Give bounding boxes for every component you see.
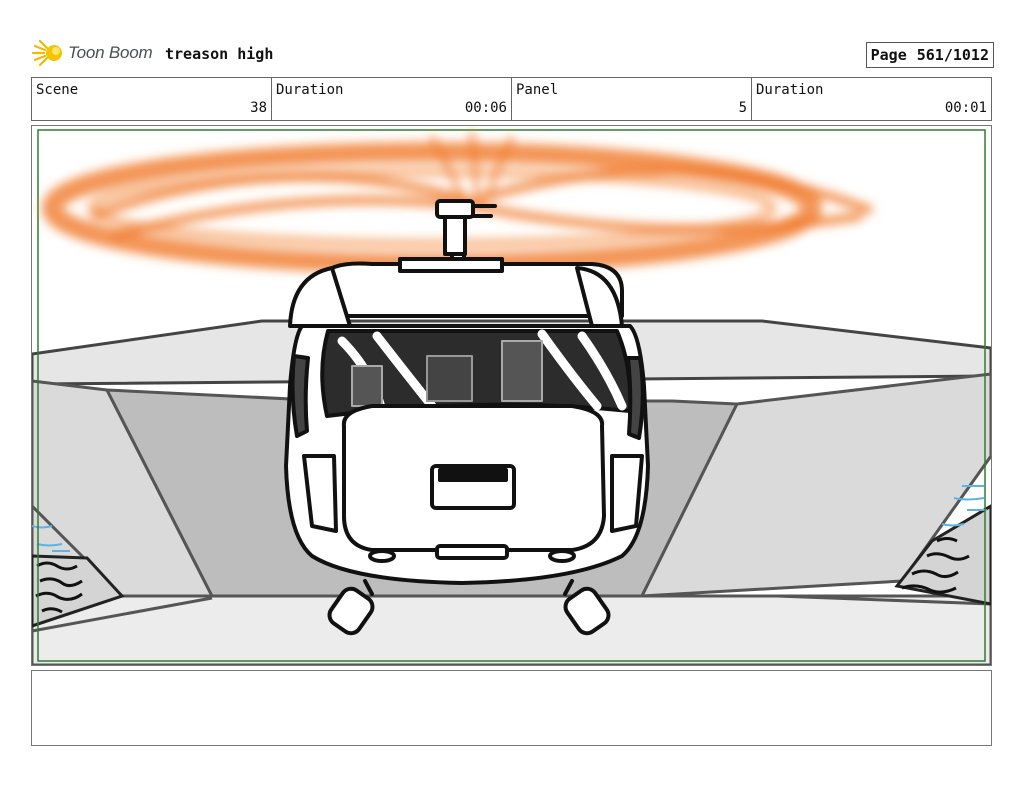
landing-skids — [327, 579, 611, 636]
storyboard-panel[interactable] — [31, 125, 992, 666]
page-indicator: Page 561/1012 — [865, 42, 994, 68]
panel-duration-cell: Duration 00:01 — [752, 78, 991, 120]
panel-cell: Panel 5 — [512, 78, 752, 120]
project-title: treason high — [165, 45, 274, 63]
panel-duration-value: 00:01 — [944, 100, 987, 116]
page-value: 561/1012 — [916, 46, 989, 64]
scene-label: Scene — [36, 82, 79, 98]
page-label: Page — [870, 46, 907, 64]
panel-label: Panel — [516, 82, 559, 98]
scene-info-row: Scene 38 Duration 00:06 Panel 5 Duration… — [31, 77, 992, 121]
scene-duration-cell: Duration 00:06 — [272, 78, 512, 120]
right-debris — [894, 485, 991, 606]
panel-value: 5 — [738, 100, 747, 116]
panel-notes-box[interactable] — [31, 670, 992, 746]
toon-boom-logo: Toon Boom — [32, 36, 153, 70]
left-water — [32, 525, 70, 552]
panel-duration-label: Duration — [756, 82, 824, 98]
scene-value: 38 — [250, 100, 267, 116]
scene-cell: Scene 38 — [32, 78, 272, 120]
safe-frame — [37, 129, 986, 662]
right-water — [941, 485, 987, 527]
scene-duration-value: 00:06 — [464, 100, 507, 116]
left-debris — [32, 525, 125, 628]
sun-logo-icon — [32, 39, 62, 67]
panel-drawing — [32, 126, 991, 665]
helicopter — [284, 199, 650, 636]
scene-duration-label: Duration — [276, 82, 344, 98]
logo-text: Toon Boom — [68, 43, 153, 62]
storyboard-header: Toon Boom treason high Page 561/1012 — [32, 36, 994, 70]
